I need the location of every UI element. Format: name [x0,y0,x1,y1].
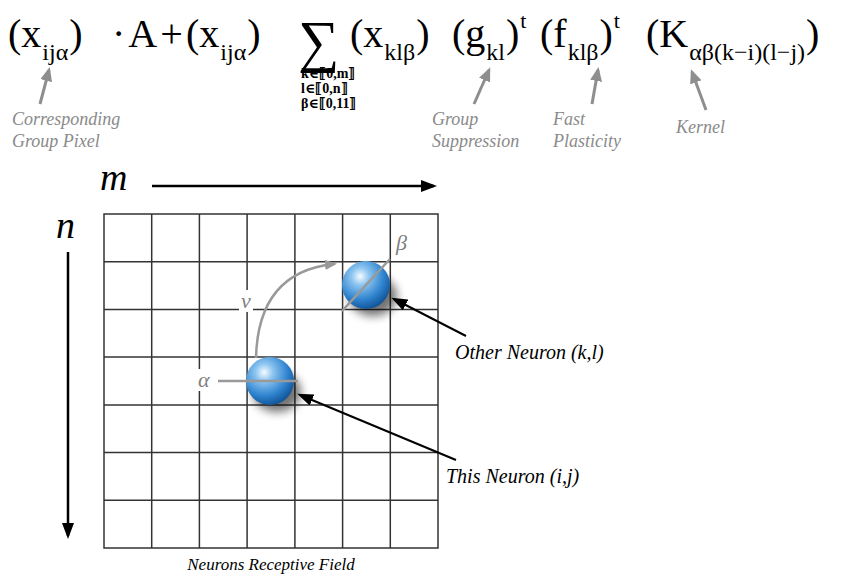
formula-term: · [112,14,125,54]
formula-superscript: t [614,10,620,32]
formula-subscript: ijα [42,40,68,64]
sum-symbol: ∑ [298,13,339,71]
annotation-label: Corresponding Group Pixel [12,108,140,152]
receptive-field: Neurons Receptive Field [104,214,438,548]
formula-term: (x [350,14,383,54]
sum-range: l∈⟦0,n⟧ [301,82,348,96]
receptive-field-grid [104,214,438,548]
formula-term: ) [506,14,519,54]
formula-term: + [160,14,183,54]
formula-term: ) [806,14,819,54]
annotation-label: Fast Plasticity [553,108,645,152]
leader-arrow [394,299,466,336]
formula-term: (g [452,14,485,54]
formula-term: ) [69,14,82,54]
annotation-arrow [40,70,49,104]
sum-range: k∈⟦0,m⟧ [301,67,355,81]
formula-subscript: klβ [568,40,599,64]
axis-arrow [67,252,70,536]
annotation-label: Group Suppression [432,108,536,152]
formula-subscript: klβ [384,40,415,64]
callout-label: Other Neuron (k,l) [455,342,604,362]
axis-label: n [56,206,75,244]
formula-term: ) [247,14,260,54]
annotation-arrow [474,70,489,104]
field-caption: Neurons Receptive Field [187,556,354,573]
angle-label: v [239,290,253,312]
formula-term: ) [416,14,429,54]
formula-term: (K [646,14,688,54]
orientation-line [218,380,298,383]
leader-arrow [300,395,456,460]
formula-term: ) [600,14,613,54]
formula-term: (f [540,14,567,54]
formula-subscript: αβ(k−i)(l−j) [689,40,805,64]
orientation-line [342,259,390,311]
annotation-arrow [692,72,706,110]
sum-range: β∈⟦0,11⟧ [301,97,356,111]
formula-term: (x [8,14,41,54]
formula-subscript: ijα [220,40,246,64]
formula-subscript: kl [486,40,505,64]
formula-superscript: t [520,10,526,32]
angle-label: β [394,232,409,254]
axis-label: m [100,158,127,196]
callout-label: This Neuron (i,j) [446,466,579,486]
angle-arc [256,264,334,358]
annotation-arrow [592,70,598,104]
angle-label: α [196,369,212,391]
axis-arrow [152,185,434,188]
formula-term: A [128,14,157,54]
formula-term: (x [186,14,219,54]
annotation-label: Kernel [676,116,756,138]
